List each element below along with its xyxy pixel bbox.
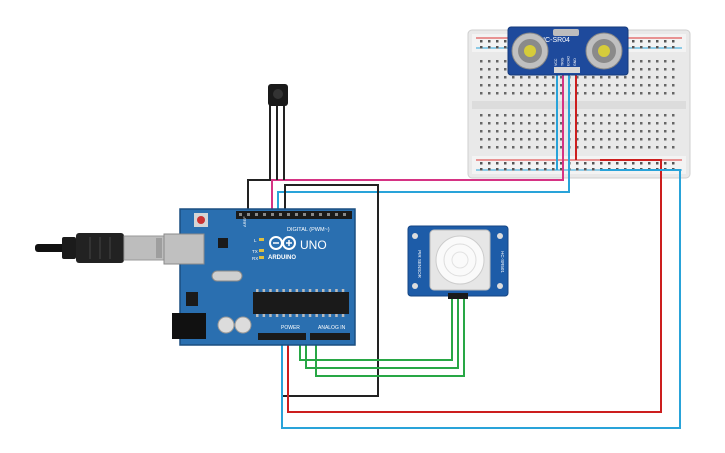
- analog-label: ANALOG IN: [318, 325, 346, 331]
- uno-label: UNO: [300, 238, 327, 252]
- arduino-logo-icon: [269, 236, 296, 250]
- tx-label: TX: [252, 249, 258, 254]
- capacitor: [217, 316, 235, 334]
- ultrasonic-pin-label: ECHO: [567, 56, 571, 66]
- wire-echo-to-arduino: [277, 140, 570, 214]
- digital-header: [236, 211, 352, 219]
- usb-port: [163, 233, 205, 265]
- pir-label-right: HC-SR501: [500, 251, 505, 273]
- wire-gnd: [281, 169, 681, 429]
- usb-cable[interactable]: [35, 233, 165, 263]
- rx-label: RX: [252, 256, 258, 261]
- wire-pir-3: [315, 298, 465, 377]
- capacitor: [234, 316, 252, 334]
- atmega-chip: [253, 292, 349, 314]
- digital-label: DIGITAL (PWM~): [287, 227, 330, 233]
- power-label: POWER: [281, 325, 300, 331]
- wires: [247, 74, 681, 429]
- voltage-regulator: [186, 292, 198, 306]
- l-led-label: L: [254, 238, 257, 243]
- ultrasonic-pin-label: TRIG: [560, 57, 564, 66]
- wire-5v: [287, 159, 662, 413]
- ir-receiver[interactable]: [268, 84, 288, 106]
- ultrasonic-model-label: HC-SR04: [540, 37, 570, 44]
- arduino-brand-label: ARDUINO: [268, 255, 296, 261]
- ultrasonic-pin-label: GND: [573, 58, 577, 66]
- wire-ir-gnd: [247, 104, 271, 214]
- crystal: [211, 270, 243, 282]
- pir-sensor[interactable]: PIR SENSOR HC-SR501: [407, 225, 509, 299]
- aref-label: AREF: [242, 216, 247, 227]
- power-jack: [172, 313, 206, 339]
- pir-label-left: PIR SENSOR: [417, 250, 422, 279]
- power-header: [258, 333, 306, 340]
- wire-trig-to-arduino: [271, 140, 564, 214]
- wire-pir-1: [299, 298, 453, 361]
- transducer-right: [585, 32, 623, 70]
- arduino-uno-board[interactable]: UNO ARDUINO DIGITAL (PWM~) POWER ANALOG …: [163, 208, 356, 346]
- analog-header: [310, 333, 350, 340]
- pir-dome: [435, 235, 485, 285]
- ultrasonic-pin-label: VCC: [554, 58, 558, 66]
- ultrasonic-crystal: [553, 29, 579, 36]
- transducer-left: [511, 32, 549, 70]
- wire-pir-2: [305, 298, 459, 369]
